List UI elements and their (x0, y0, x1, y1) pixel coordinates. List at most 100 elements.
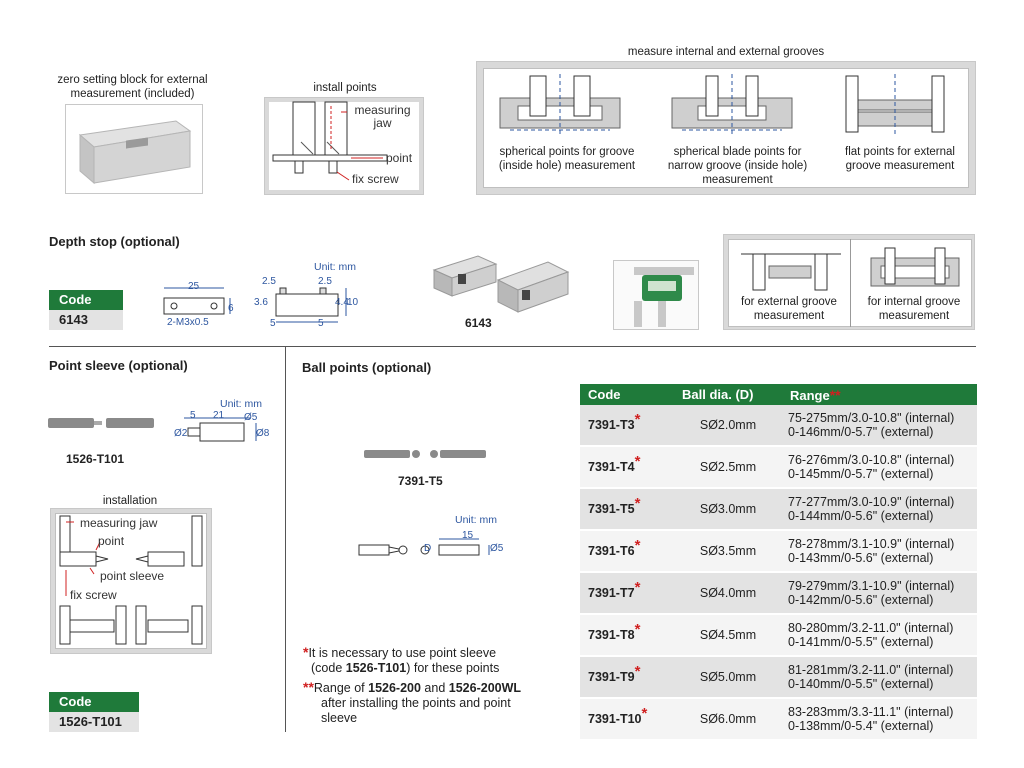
range-internal: 80-280mm/3.2-11.0" (internal) (788, 621, 954, 635)
depth-stop-photo (432, 255, 570, 313)
row-range: 79-279mm/3.1-10.9" (internal)0-142mm/0-5… (782, 572, 977, 615)
zero-block-caption: zero setting block for external measurem… (57, 74, 208, 100)
row-ball-dia: SØ3.0mm (674, 488, 782, 531)
dim-10: 10 (347, 297, 359, 308)
installation-diagram (59, 515, 203, 645)
range-internal: 81-281mm/3.2-11.0" (internal) (788, 663, 954, 677)
section-divider (49, 346, 976, 347)
installation-fix-screw-label: fix screw (70, 588, 117, 602)
range-external: 0-140mm/0-5.5" (external) (788, 677, 934, 691)
row-range: 76-276mm/3.0-10.8" (internal)0-145mm/0-5… (782, 446, 977, 489)
installation-title: installation (102, 495, 158, 507)
table-header-code: Code (580, 384, 674, 405)
point-sleeve-code-header: Code (49, 692, 139, 712)
ball-dim-phi5: Ø5 (490, 543, 504, 554)
range-internal: 83-283mm/3.3-11.1" (internal) (788, 705, 954, 719)
row-ball-dia: SØ4.5mm (674, 614, 782, 657)
dim-25: 25 (188, 281, 200, 292)
sleeve-dim-21: 21 (213, 410, 225, 421)
range-external: 0-146mm/0-5.7" (external) (788, 425, 934, 439)
grooves-diagrams (499, 74, 945, 136)
range-internal: 76-276mm/3.0-10.8" (internal) (788, 453, 955, 467)
install-points-diagram (264, 97, 424, 195)
depth-stop-code-value: 6143 (49, 310, 123, 330)
point-sleeve-unit: Unit: mm (220, 398, 262, 410)
point-sleeve-photo-label: 1526-T101 (66, 452, 125, 466)
range-internal: 79-279mm/3.1-10.9" (internal) (788, 579, 955, 593)
row-range: 81-281mm/3.2-11.0" (internal)0-140mm/0-5… (782, 656, 977, 699)
installation-point-label: point (98, 534, 125, 548)
sleeve-dim-phi2: Ø2 (174, 428, 188, 439)
point-sleeve-code-value: 1526-T101 (49, 712, 139, 732)
ball-points-table: Code Ball dia. (D) Range** 7391-T3*SØ2.0… (580, 384, 977, 741)
table-header-range: Range** (782, 384, 977, 405)
ball-dim-D: D (424, 543, 432, 554)
range-internal: 77-277mm/3.0-10.9" (internal) (788, 495, 955, 509)
ball-points-photo-label: 7391-T5 (398, 474, 443, 488)
row-ball-dia: SØ2.5mm (674, 446, 782, 489)
row-ball-dia: SØ4.0mm (674, 572, 782, 615)
table-row: 7391-T5*SØ3.0mm 77-277mm/3.0-10.9" (inter… (580, 488, 977, 531)
depth-groove-diagrams (741, 247, 960, 291)
range-internal: 78-278mm/3.1-10.9" (internal) (788, 537, 955, 551)
ball-points-drawing (358, 538, 490, 556)
point-sleeve-heading: Point sleeve (optional) (49, 358, 188, 373)
dim-6: 6 (228, 303, 234, 314)
point-sleeve-drawing (184, 417, 257, 442)
installation-measuring-jaw-label: measuring jaw (80, 516, 158, 530)
row-ball-dia: SØ3.5mm (674, 530, 782, 573)
range-external: 0-143mm/0-5.6" (external) (788, 551, 934, 565)
depth-stop-heading: Depth stop (optional) (49, 234, 180, 249)
dim-3-6: 3.6 (254, 297, 268, 308)
table-header-ball-dia: Ball dia. (D) (674, 384, 782, 405)
row-range: 78-278mm/3.1-10.9" (internal)0-143mm/0-5… (782, 530, 977, 573)
install-measuring-jaw-label: measuring jaw (354, 103, 411, 130)
caliper-photo (613, 260, 699, 330)
range-external: 0-138mm/0-5.4" (external) (788, 719, 934, 733)
installation-point-sleeve-label: point sleeve (100, 569, 165, 583)
groove-caption-spherical: spherical points for groove (inside hole… (498, 146, 636, 172)
row-range: 83-283mm/3.3-11.1" (internal)0-138mm/0-5… (782, 698, 977, 741)
depth-stop-photo-label: 6143 (465, 316, 492, 330)
zero-block-image (65, 104, 203, 194)
vertical-divider (285, 347, 286, 732)
dim-5a: 5 (270, 318, 276, 329)
install-point-label: point (386, 151, 413, 165)
depth-stop-unit: Unit: mm (314, 261, 356, 273)
note1-line1: It is necessary to use point sleeve (308, 646, 497, 660)
dim-2-5a: 2.5 (262, 276, 276, 287)
range-external: 0-142mm/0-5.6" (external) (788, 593, 934, 607)
dim-thread: 2-M3x0.5 (167, 317, 209, 328)
groove-caption-blade: spherical blade points for narrow groove… (667, 146, 808, 186)
ball-points-heading: Ball points (optional) (302, 360, 432, 375)
sleeve-dim-phi5: Ø5 (244, 412, 258, 423)
grooves-title: measure internal and external grooves (627, 46, 825, 58)
note-double-star: **Range of 1526-200 and 1526-200WL after… (303, 679, 522, 726)
ball-points-photo (364, 450, 486, 458)
ball-dim-15: 15 (462, 530, 474, 541)
point-sleeve-photo (48, 418, 154, 428)
dim-4-4: 4.4 (335, 297, 349, 308)
caption-internal-groove: for internal groove measurement (867, 296, 961, 322)
range-external: 0-141mm/0-5.5" (external) (788, 635, 934, 649)
install-points-title: install points (313, 82, 377, 94)
row-code: 7391-T3* (580, 405, 674, 447)
range-external: 0-144mm/0-5.6" (external) (788, 509, 934, 523)
row-code: 7391-T7* (580, 572, 674, 615)
row-ball-dia: SØ6.0mm (674, 698, 782, 741)
row-code: 7391-T9* (580, 656, 674, 699)
caption-external-groove: for external groove measurement (741, 296, 837, 322)
row-ball-dia: SØ5.0mm (674, 656, 782, 699)
range-internal: 75-275mm/3.0-10.8" (internal) (788, 411, 955, 425)
groove-caption-flat: flat points for external groove measurem… (845, 146, 955, 172)
row-code: 7391-T5* (580, 488, 674, 531)
sleeve-dim-5: 5 (190, 410, 196, 421)
row-code: 7391-T4* (580, 446, 674, 489)
